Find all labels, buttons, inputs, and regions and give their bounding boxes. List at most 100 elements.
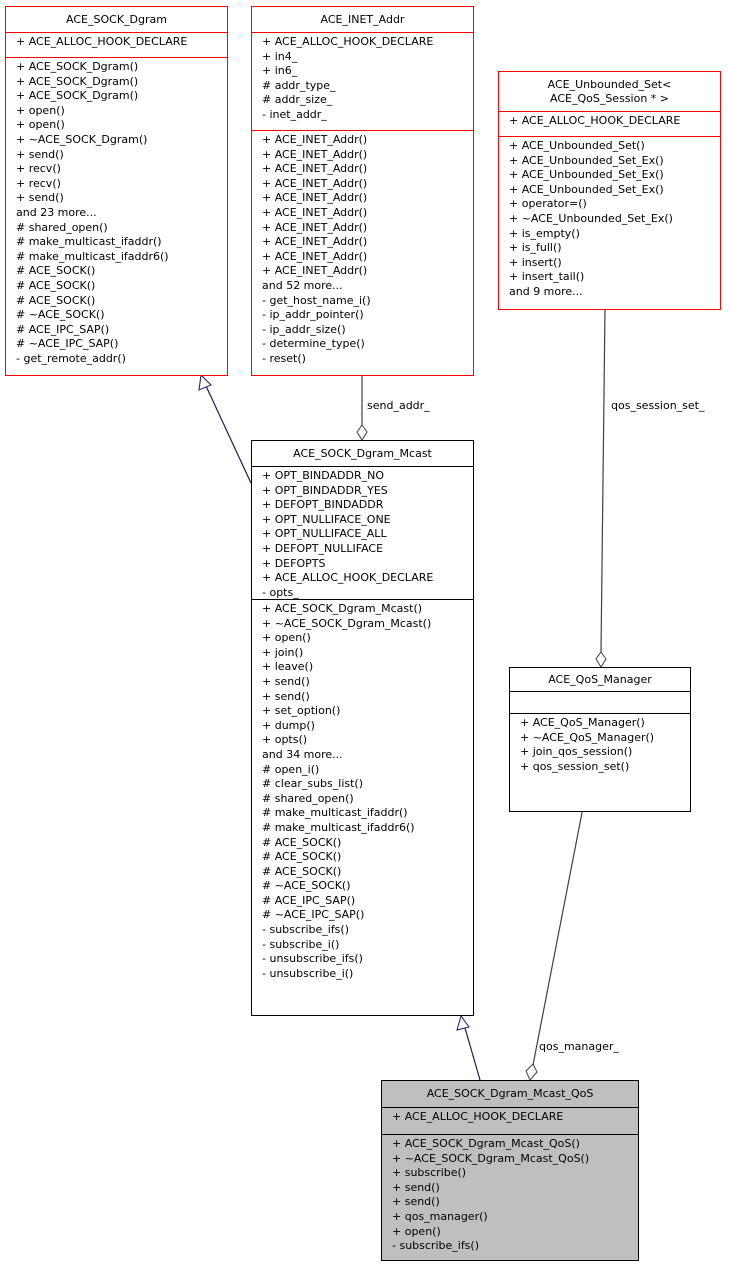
method-item: # ~ACE_IPC_SAP() [16, 337, 119, 351]
method-item: + ACE_INET_Addr() [262, 205, 368, 219]
edge-label-qos-manager: qos_manager_ [539, 1040, 619, 1053]
class-name[interactable]: ACE_QoS_Session * > [549, 91, 669, 105]
class-name[interactable]: ACE_QoS_Manager [548, 672, 652, 686]
method-item: # clear_subs_list() [262, 777, 364, 791]
method-item: + ~ACE_SOCK_Dgram_Mcast_QoS() [392, 1151, 590, 1165]
attributes-section: + ACE_ALLOC_HOOK_DECLARE [499, 111, 720, 136]
attribute-item: + DEFOPT_BINDADDR [262, 498, 384, 512]
method-item: + leave() [262, 660, 314, 674]
method-item: - subscribe_ifs() [392, 1239, 480, 1253]
method-item: + open() [392, 1224, 441, 1238]
title: ACE_QoS_Manager [510, 668, 690, 691]
attributes-section: + ACE_ALLOC_HOOK_DECLARE+ in4_+ in6_ # ad… [252, 32, 473, 130]
method-item: - subscribe_ifs() [262, 923, 350, 937]
edge-label-send-addr: send_addr_ [367, 399, 430, 412]
method-item: - ip_addr_size() [262, 322, 346, 336]
method-item: + send() [262, 689, 310, 703]
class-box-sock-dgram-mcast[interactable]: ACE_SOCK_Dgram_Mcast+ OPT_BINDADDR_NO+ O… [251, 440, 474, 1016]
method-item: + ACE_INET_Addr() [262, 147, 368, 161]
method-item: - unsubscribe_i() [262, 966, 354, 980]
method-item: + insert_tail() [509, 270, 585, 284]
method-item: + insert() [509, 255, 562, 269]
method-item: # ACE_IPC_SAP() [262, 893, 356, 907]
class-box-unbounded-set[interactable]: ACE_Unbounded_Set<ACE_QoS_Session * > + A… [498, 71, 721, 310]
method-item: and 34 more... [262, 747, 343, 761]
inheritance-edge-dgram-mcast [205, 385, 252, 484]
attribute-item: + ACE_ALLOC_HOOK_DECLARE [262, 35, 434, 48]
method-item: + ~ACE_Unbounded_Set_Ex() [509, 211, 673, 225]
method-item: + dump() [262, 718, 315, 732]
method-item: + ACE_INET_Addr() [262, 191, 368, 205]
method-item: - ip_addr_pointer() [262, 308, 364, 322]
method-item: + recv() [16, 162, 61, 176]
class-name[interactable]: ACE_SOCK_Dgram_Mcast_QoS [426, 1087, 594, 1100]
method-item: + ACE_SOCK_Dgram() [16, 89, 139, 103]
method-item: + ACE_Unbounded_Set() [509, 139, 645, 152]
class-box-sock-dgram-mcast-qos[interactable]: ACE_SOCK_Dgram_Mcast_QoS + ACE_ALLOC_HOOK… [381, 1080, 639, 1261]
class-name[interactable]: ACE_SOCK_Dgram_Mcast [293, 446, 432, 460]
class-box-inet-addr[interactable]: ACE_INET_Addr+ ACE_ALLOC_HOOK_DECLARE+ i… [251, 6, 474, 376]
title: ACE_INET_Addr [252, 7, 473, 32]
method-item: # shared_open() [16, 220, 108, 234]
attribute-item: + in4_ [262, 49, 298, 63]
method-item: - get_host_name_i() [262, 293, 371, 307]
method-item: and 9 more... [509, 284, 583, 298]
class-box-sock-dgram[interactable]: ACE_SOCK_Dgram + ACE_ALLOC_HOOK_DECLARE + … [5, 6, 228, 376]
method-item: # make_multicast_ifaddr() [262, 806, 408, 820]
method-item: + recv() [16, 176, 61, 190]
method-item: + ~ACE_QoS_Manager() [520, 730, 655, 744]
method-item: + ACE_SOCK_Dgram() [16, 60, 139, 73]
method-item: # ~ACE_IPC_SAP() [262, 908, 365, 922]
method-item: + ~ACE_SOCK_Dgram_Mcast() [262, 616, 432, 630]
method-item: + opts() [262, 733, 308, 747]
method-item: + ACE_INET_Addr() [262, 162, 368, 176]
method-item: # open_i() [262, 762, 320, 776]
method-item: + subscribe() [392, 1166, 467, 1180]
method-item: - determine_type() [262, 337, 365, 351]
attribute-item: + ACE_ALLOC_HOOK_DECLARE [392, 1110, 564, 1123]
method-item: - get_remote_addr() [16, 351, 126, 365]
aggregation-diamond-icon [595, 651, 607, 668]
method-item: + send() [392, 1195, 440, 1209]
method-item: + ACE_SOCK_Dgram() [16, 74, 139, 88]
method-item: - reset() [262, 351, 306, 365]
edge-label-qos-session-set: qos_session_set_ [611, 399, 705, 412]
attribute-item: + ACE_ALLOC_HOOK_DECLARE [509, 114, 681, 127]
attribute-item: + OPT_NULLIFACE_ALL [262, 527, 387, 541]
attribute-item: + ACE_ALLOC_HOOK_DECLARE [16, 35, 188, 48]
method-item: + ACE_INET_Addr() [262, 264, 368, 278]
method-item: and 23 more... [16, 205, 97, 219]
method-item: # ~ACE_SOCK() [16, 308, 105, 322]
method-item: # ~ACE_SOCK() [262, 879, 351, 893]
method-item: # ACE_IPC_SAP() [16, 322, 110, 336]
method-item: + ACE_SOCK_Dgram_Mcast_QoS() [392, 1137, 580, 1150]
method-item: + send() [392, 1180, 440, 1194]
class-name[interactable]: ACE_SOCK_Dgram [66, 12, 167, 26]
attribute-item: - opts_ [262, 585, 299, 599]
attribute-item: + in6_ [262, 64, 298, 78]
method-item: + qos_manager() [392, 1209, 488, 1223]
method-item: + join_qos_session() [520, 745, 633, 759]
attributes-section: + ACE_ALLOC_HOOK_DECLARE [382, 1107, 638, 1134]
method-item: # ACE_SOCK() [16, 264, 96, 278]
attribute-item: + OPT_NULLIFACE_ONE [262, 512, 391, 526]
method-item: + ACE_INET_Addr() [262, 235, 368, 249]
method-item: + ACE_Unbounded_Set_Ex() [509, 153, 664, 167]
attribute-item: # addr_size_ [262, 93, 333, 107]
class-box-qos-manager[interactable]: ACE_QoS_Manager+ ACE_QoS_Manager()+ ~ACE… [509, 667, 691, 812]
attributes-section [510, 691, 690, 713]
method-item: # make_multicast_ifaddr6() [262, 820, 415, 834]
method-item: # shared_open() [262, 791, 354, 805]
class-name[interactable]: ACE_INET_Addr [320, 12, 405, 26]
method-item: + ACE_INET_Addr() [262, 220, 368, 234]
method-item: + ACE_INET_Addr() [262, 133, 368, 146]
attribute-item: + OPT_BINDADDR_NO [262, 469, 385, 482]
method-item: # ACE_SOCK() [16, 278, 96, 292]
method-item: + ACE_INET_Addr() [262, 176, 368, 190]
class-name[interactable]: ACE_Unbounded_Set< [547, 77, 672, 91]
methods-section: + ACE_Unbounded_Set()+ ACE_Unbounded_Set… [499, 136, 720, 309]
inheritance-arrow-icon [198, 373, 212, 391]
title: ACE_SOCK_Dgram_Mcast [252, 441, 473, 466]
attribute-item: + OPT_BINDADDR_YES [262, 483, 388, 497]
